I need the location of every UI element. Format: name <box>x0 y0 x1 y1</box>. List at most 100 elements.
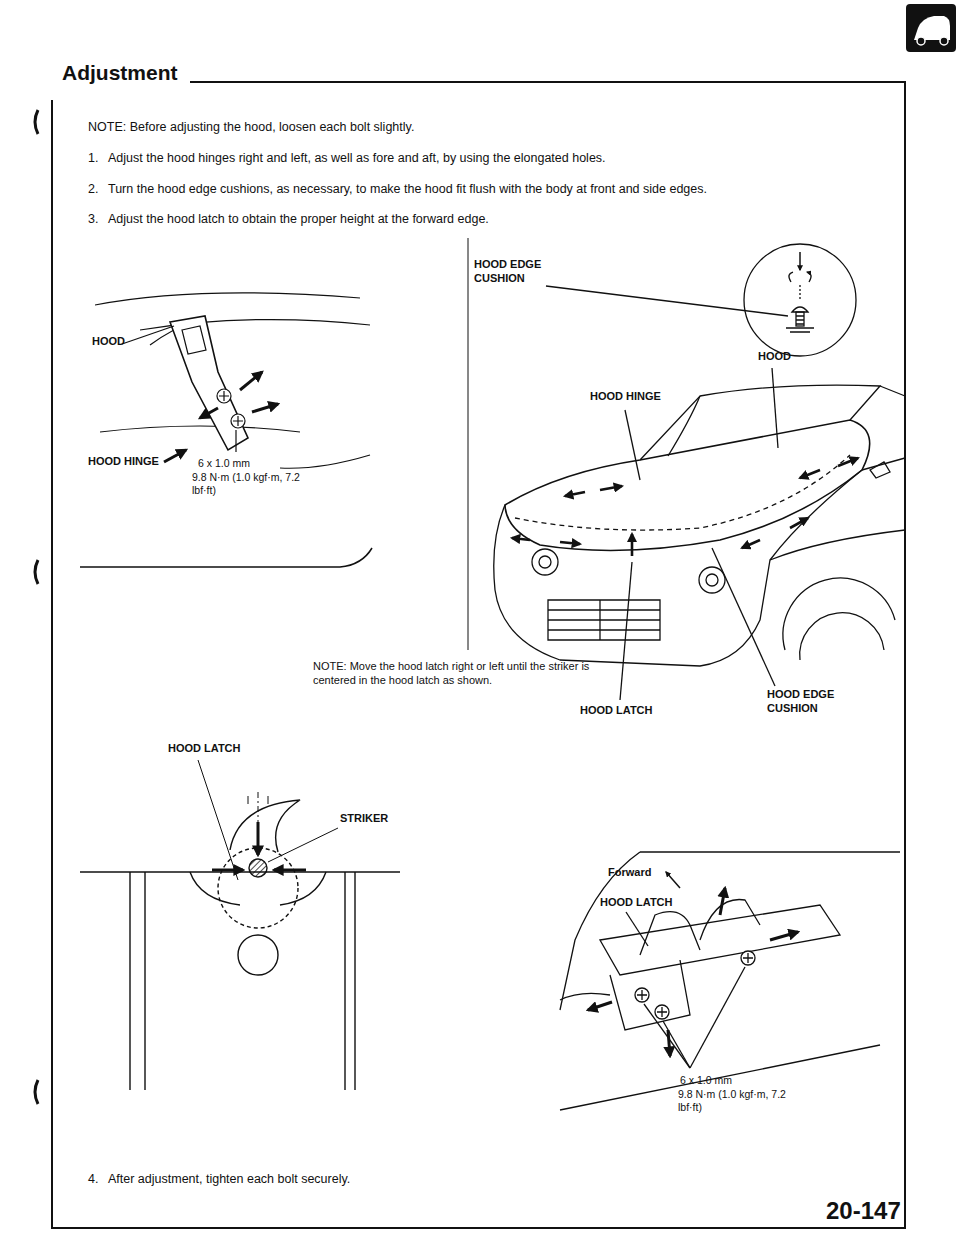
hinge-illustration-part <box>100 426 300 432</box>
car-illustration-part-part <box>742 540 760 548</box>
latch-illustration-part <box>249 859 267 877</box>
latch-perspective-part <box>635 988 649 1002</box>
hinge-illustration-part <box>252 404 278 412</box>
car-illustration-part-part <box>631 534 634 556</box>
part-label: HOOD EDGE CUSHION <box>767 688 849 716</box>
hinge-illustration-part <box>217 389 231 403</box>
page-frame-part <box>52 82 905 1228</box>
hinge-illustration-part <box>235 430 236 452</box>
car-illustration-part <box>668 396 700 456</box>
section-icon-part <box>917 37 925 45</box>
latch-illustration-part <box>130 872 145 1090</box>
page-frame <box>35 82 905 1228</box>
car-illustration-part <box>625 410 640 480</box>
part-label: HOOD LATCH <box>168 742 241 756</box>
car-illustration-part-part <box>790 518 808 528</box>
page-frame-part <box>35 110 38 1104</box>
part-label: HOOD HINGE <box>88 455 159 469</box>
car-illustration-part <box>512 458 858 556</box>
latch-perspective-part <box>690 967 745 1068</box>
car-illustration-part <box>548 610 660 630</box>
car-illustration-part <box>862 386 905 470</box>
section-icon-part <box>940 37 948 45</box>
part-label: HOOD <box>92 335 125 349</box>
hinge-illustration-part <box>231 414 245 428</box>
part-label: HOOD EDGE CUSHION <box>474 258 556 286</box>
latch-illustration-part <box>198 760 238 880</box>
latch-perspective-part <box>560 1045 880 1110</box>
latch-perspective-part <box>655 1005 669 1019</box>
car-illustration-part-part <box>512 538 530 540</box>
car-illustration-part <box>800 613 884 660</box>
latch-illustration-part <box>274 869 306 872</box>
latch-perspective-part <box>637 990 647 1000</box>
car-illustration-part <box>620 562 632 700</box>
latch-perspective-part-part <box>720 888 725 915</box>
latch-perspective-part <box>743 953 753 963</box>
step-number: 3. <box>88 212 98 228</box>
hinge-illustration-part <box>468 238 469 650</box>
car-illustration-part <box>699 567 725 593</box>
car-illustration-part <box>783 578 895 650</box>
latch-perspective-part <box>588 888 798 1056</box>
latch-perspective-part <box>657 1007 667 1017</box>
bolt-size: 6 x 1.0 mm <box>680 1074 732 1087</box>
part-label: HOOD LATCH <box>580 704 653 718</box>
latch-illustration-part <box>248 796 268 804</box>
cushion-detail-part <box>796 312 804 326</box>
part-label: HOOD <box>758 350 791 364</box>
step-text: After adjustment, tighten each bolt secu… <box>108 1172 350 1188</box>
cushion-detail-part <box>744 244 856 356</box>
step-number: 4. <box>88 1172 98 1188</box>
hinge-illustration-part <box>164 450 186 462</box>
car-illustration-part <box>494 470 862 666</box>
note-text: NOTE: Move the hood latch right or left … <box>313 660 603 688</box>
car-illustration-part <box>548 600 660 640</box>
hinge-illustration-part <box>200 408 218 418</box>
hinge-illustration-part <box>80 548 372 567</box>
latch-perspective-part <box>560 993 610 1000</box>
cushion-detail-part <box>799 252 801 270</box>
step-text: Adjust the hood latch to obtain the prop… <box>108 212 489 228</box>
cushion-detail-part <box>796 316 804 324</box>
cushion-detail-part <box>799 285 800 300</box>
hinge-illustration-part <box>170 316 248 450</box>
car-illustration-part-part <box>565 492 585 496</box>
car-illustration-part <box>640 385 880 460</box>
hinge-illustration-part <box>95 293 360 305</box>
car-illustration-part <box>539 556 551 568</box>
hinge-illustration-part <box>182 326 206 354</box>
step-text: Adjust the hood hinges right and left, a… <box>108 151 606 167</box>
latch-perspective-part <box>640 851 900 852</box>
cushion-detail-part <box>789 272 811 282</box>
latch-perspective-part <box>610 960 690 1030</box>
car-illustration-part-part <box>800 470 820 478</box>
note-text: NOTE: Before adjusting the hood, loosen … <box>88 120 414 136</box>
hinge-illustration-part <box>280 455 370 468</box>
torque-spec: 9.8 N·m (1.0 kgf·m, 7.2 lbf·ft) <box>192 471 310 497</box>
part-label: HOOD LATCH <box>600 896 673 910</box>
car-illustration-part <box>505 420 870 550</box>
car-illustration-part <box>515 455 850 530</box>
latch-perspective-part <box>626 912 648 946</box>
car-illustration-part <box>770 530 905 560</box>
section-icon <box>906 4 956 52</box>
step-number: 2. <box>88 182 98 198</box>
step-number: 1. <box>88 151 98 167</box>
latch-perspective-part <box>700 900 760 941</box>
step-text: Turn the hood edge cushions, as necessar… <box>108 182 707 198</box>
latch-perspective-part <box>644 1004 690 1068</box>
cushion-detail-part <box>786 328 814 332</box>
latch-perspective-part-part <box>588 1002 612 1010</box>
car-illustration-part-part <box>838 458 858 466</box>
latch-perspective-part-part <box>770 932 798 940</box>
torque-spec: 9.8 N·m (1.0 kgf·m, 7.2 lbf·ft) <box>678 1088 796 1114</box>
direction-label: Forward <box>608 866 651 880</box>
car-illustration-part <box>712 548 775 686</box>
latch-illustration-part <box>80 871 400 872</box>
car-illustration-part <box>599 600 600 640</box>
latch-illustration-part <box>345 872 355 1090</box>
page-number: 20-147 <box>826 1196 901 1226</box>
latch-illustration-part <box>230 800 300 852</box>
